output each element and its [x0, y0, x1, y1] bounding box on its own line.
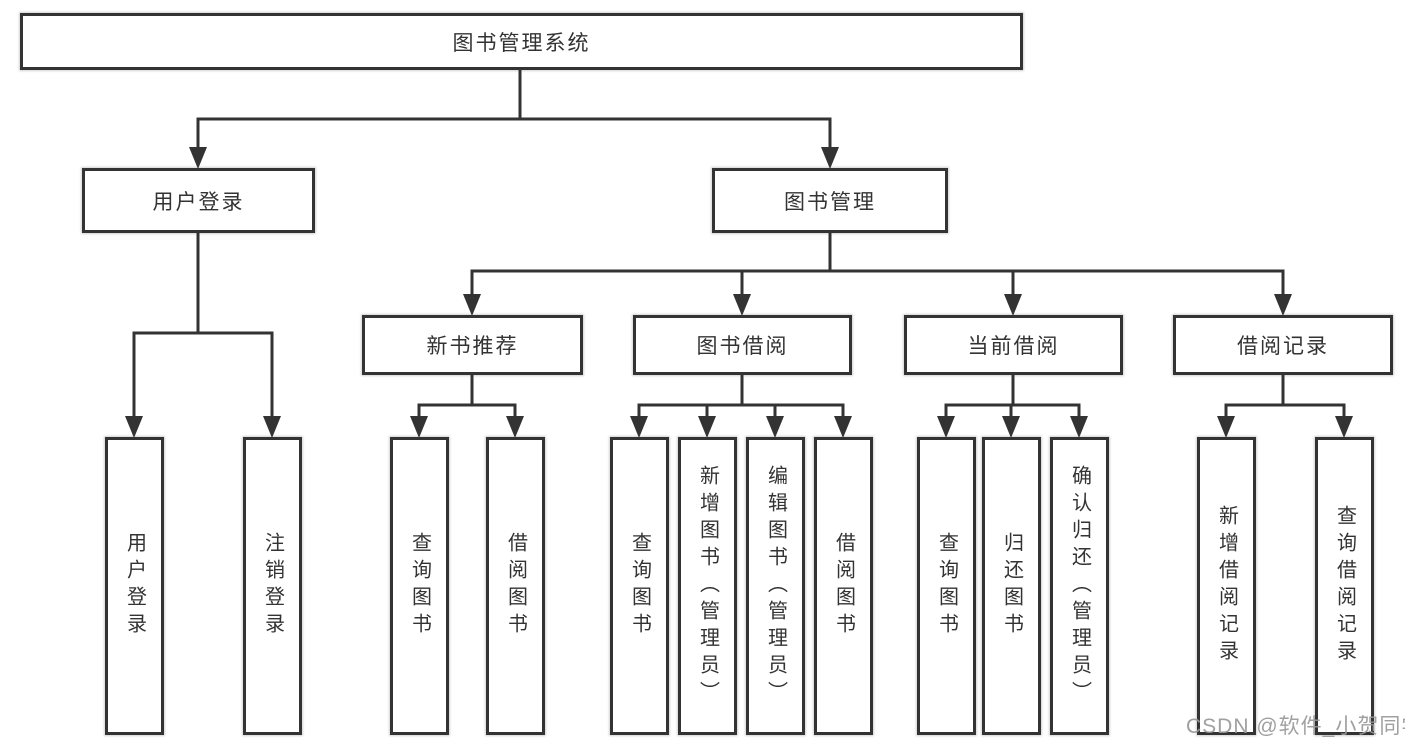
leaf-label: 确认归还（管理员）: [1068, 464, 1091, 708]
node-label: 用户登录: [152, 190, 245, 214]
leaf-label: 用户登录: [123, 532, 146, 640]
connector-newbook-to-leaves: [417, 375, 517, 418]
leaf-query-books-1: 查询图书: [390, 437, 449, 735]
leaf-return-books: 归还图书: [982, 437, 1041, 735]
leaf-label: 注销登录: [261, 532, 284, 640]
node-label: 图书管理: [784, 190, 876, 214]
node-label: 借阅记录: [1237, 335, 1329, 358]
connector-userlogin-to-leaves: [132, 233, 274, 418]
leaf-label: 编辑图书（管理员）: [764, 464, 787, 708]
leaf-label: 借阅图书: [504, 532, 527, 640]
node-label: 新书推荐: [426, 335, 519, 358]
csdn-watermark: CSDN @软件_小贺同学: [1186, 715, 1405, 738]
leaf-label: 查询图书: [935, 532, 958, 640]
node-current-borrowing: 当前借阅: [904, 315, 1123, 375]
leaf-borrow-books-1: 借阅图书: [486, 437, 545, 735]
node-borrow-records: 借阅记录: [1173, 315, 1393, 375]
node-book-borrowing: 图书借阅: [633, 315, 852, 375]
connector-borrowing-to-leaves: [637, 375, 845, 418]
leaf-user-login: 用户登录: [105, 437, 164, 735]
leaf-label: 查询图书: [628, 532, 651, 640]
leaf-add-books-admin: 新增图书（管理员）: [678, 437, 737, 735]
leaf-label: 查询借阅记录: [1333, 505, 1356, 667]
leaf-borrow-books-2: 借阅图书: [814, 437, 873, 735]
leaf-label: 新增图书（管理员）: [696, 464, 719, 708]
node-label: 当前借阅: [967, 335, 1060, 358]
connector-records-to-leaves: [1224, 375, 1346, 418]
connector-bookmgmt-to-level3: [470, 233, 1285, 296]
leaf-query-books-3: 查询图书: [917, 437, 976, 735]
leaf-confirm-return-admin: 确认归还（管理员）: [1050, 437, 1109, 735]
leaf-query-borrow-record: 查询借阅记录: [1315, 437, 1374, 735]
node-new-book-recommend: 新书推荐: [362, 315, 583, 375]
node-label: 图书借阅: [696, 335, 789, 358]
leaf-label: 新增借阅记录: [1215, 505, 1238, 667]
leaf-query-books-2: 查询图书: [610, 437, 669, 735]
leaf-label: 借阅图书: [832, 532, 855, 640]
node-label: 图书管理系统: [452, 31, 591, 55]
node-book-management: 图书管理: [712, 168, 948, 233]
connector-current-to-leaves: [944, 375, 1081, 418]
leaf-label: 归还图书: [1000, 532, 1023, 640]
leaf-logout: 注销登录: [243, 437, 302, 735]
node-user-login: 用户登录: [82, 168, 315, 233]
node-library-system: 图书管理系统: [20, 13, 1023, 70]
connector-root-to-level2: [196, 70, 832, 149]
leaf-label: 查询图书: [408, 532, 431, 640]
leaf-edit-books-admin: 编辑图书（管理员）: [746, 437, 805, 735]
leaf-add-borrow-record: 新增借阅记录: [1197, 437, 1256, 735]
